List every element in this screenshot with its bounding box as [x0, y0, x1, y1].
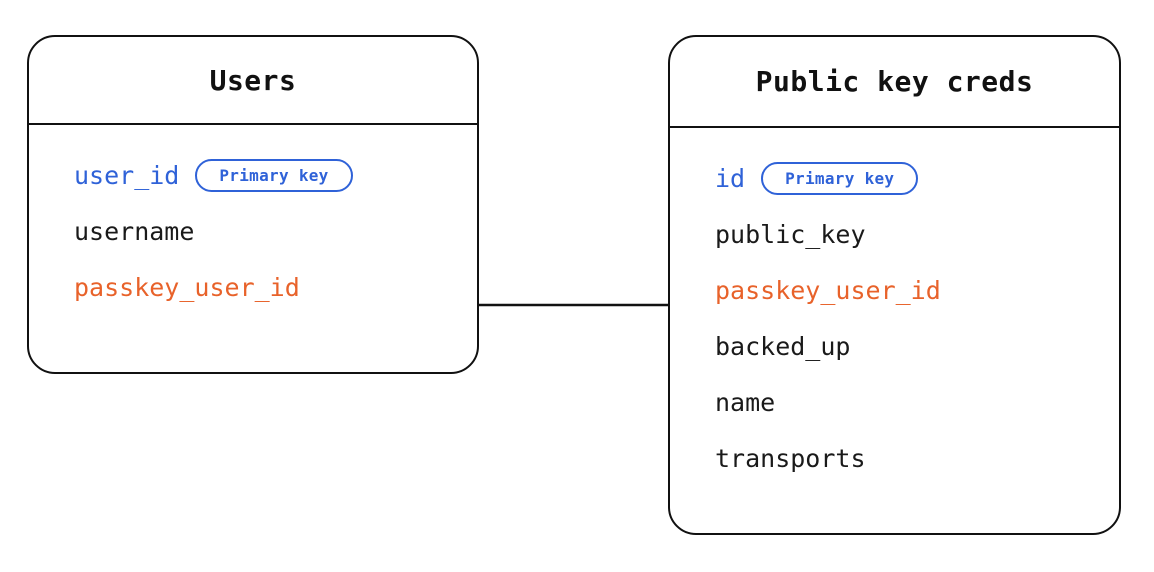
field-row-passkey-user-id[interactable]: passkey_user_id	[29, 259, 477, 315]
field-name-passkey-user-id: passkey_user_id	[715, 275, 941, 305]
entity-public-key-creds-header: Public key creds	[670, 37, 1119, 128]
field-row-backed-up[interactable]: backed_up	[670, 318, 1119, 374]
field-row-public-key[interactable]: public_key	[670, 206, 1119, 262]
entity-public-key-creds[interactable]: Public key creds id Primary key public_k…	[668, 35, 1121, 535]
field-row-passkey-user-id[interactable]: passkey_user_id	[670, 262, 1119, 318]
field-name-id: id	[715, 163, 746, 193]
field-name-transports: transports	[715, 443, 866, 473]
field-name-passkey-user-id: passkey_user_id	[74, 272, 300, 302]
field-row-id[interactable]: id Primary key	[670, 150, 1119, 206]
field-name-user-id: user_id	[74, 160, 180, 190]
entity-users-field-list: user_id Primary key username passkey_use…	[29, 125, 477, 315]
entity-public-key-creds-field-list: id Primary key public_key passkey_user_i…	[670, 128, 1119, 486]
primary-key-badge-user-id: Primary key	[195, 158, 353, 192]
field-row-username[interactable]: username	[29, 203, 477, 259]
field-name-username: username	[74, 216, 195, 246]
primary-key-badge-id: Primary key	[761, 161, 919, 195]
entity-users[interactable]: Users user_id Primary key username passk…	[27, 35, 479, 374]
field-name-backed-up: backed_up	[715, 331, 851, 361]
field-name-name: name	[715, 387, 776, 417]
primary-key-badge-label: Primary key	[219, 165, 329, 185]
entity-users-header: Users	[29, 37, 477, 125]
field-row-user-id[interactable]: user_id Primary key	[29, 147, 477, 203]
primary-key-badge-label: Primary key	[785, 168, 895, 188]
entity-public-key-creds-title: Public key creds	[755, 65, 1034, 98]
field-name-public-key: public_key	[715, 219, 866, 249]
field-row-name[interactable]: name	[670, 374, 1119, 430]
field-row-transports[interactable]: transports	[670, 430, 1119, 486]
entity-users-title: Users	[209, 63, 297, 97]
